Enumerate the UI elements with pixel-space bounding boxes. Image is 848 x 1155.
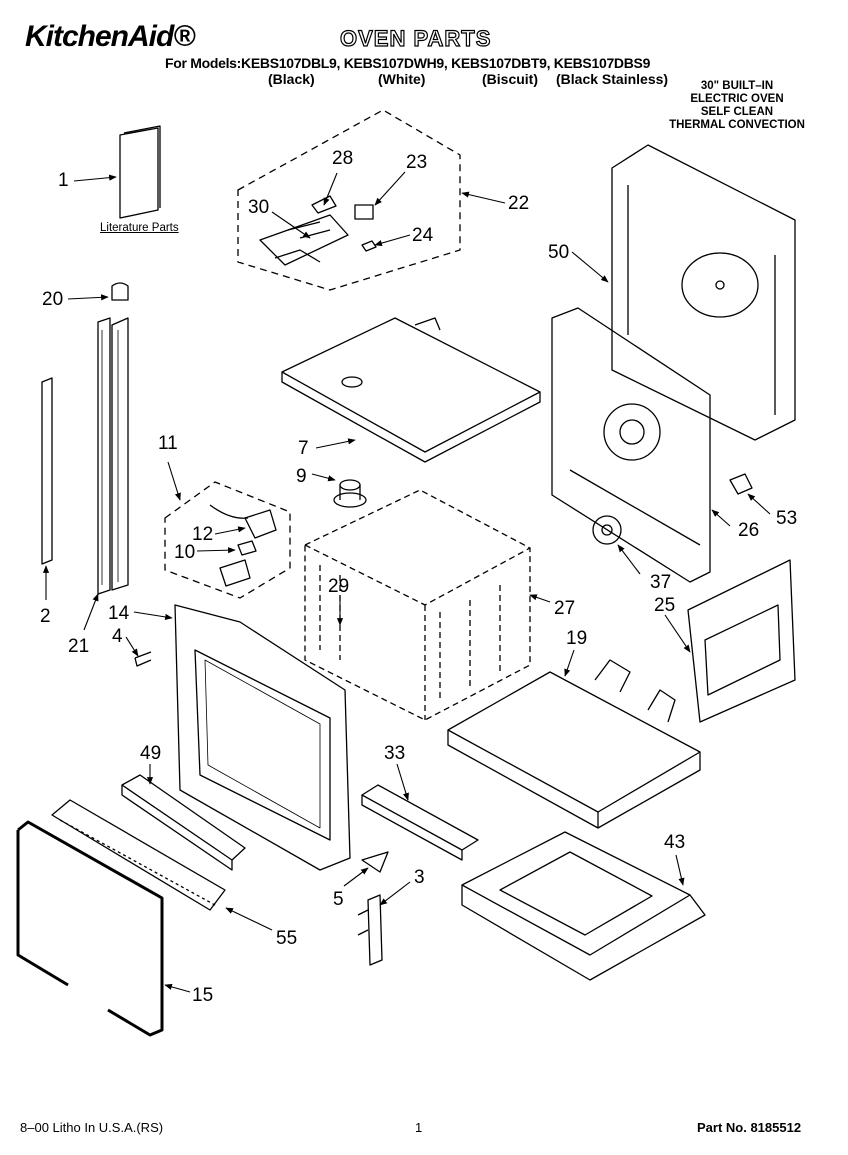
callout-20: 20 — [42, 289, 64, 310]
callout-29: 29 — [328, 576, 350, 597]
bracket-5 — [361, 851, 389, 873]
callout-10: 10 — [174, 542, 196, 563]
brand-logo: KitchenAid® — [25, 20, 195, 53]
models-line: For Models:KEBS107DBL9, KEBS107DWH9, KEB… — [165, 55, 651, 71]
trim-33 — [361, 784, 479, 861]
callout-14: 14 — [108, 603, 130, 624]
desc-line-3: SELF CLEAN — [700, 106, 774, 118]
callout-53: 53 — [776, 508, 798, 529]
wiring-harness-group — [237, 109, 461, 291]
callout-19: 19 — [566, 628, 588, 649]
oven-description: 30" BUILT–IN ELECTRIC OVEN SELF CLEAN TH… — [662, 80, 812, 132]
screw-4 — [134, 651, 152, 667]
callout-24: 24 — [412, 225, 434, 246]
callout-7: 7 — [298, 438, 309, 459]
callout-43: 43 — [664, 832, 686, 853]
callout-21: 21 — [68, 636, 90, 657]
callout-1: 1 — [58, 170, 69, 191]
callout-15: 15 — [192, 985, 214, 1006]
callout-37: 37 — [650, 572, 672, 593]
bottom-shelf — [447, 659, 701, 829]
callout-11: 11 — [158, 433, 178, 454]
literature-booklet — [119, 125, 161, 219]
desc-line-1: 30" BUILT–IN — [700, 80, 774, 92]
bracket-3 — [357, 894, 383, 966]
rear-panel — [611, 144, 796, 441]
callout-2: 2 — [40, 606, 51, 627]
side-panel-25 — [687, 559, 796, 723]
literature-parts-label: Literature Parts — [100, 222, 179, 234]
variant-white: (White) — [378, 71, 426, 87]
footer-part-number: Part No. 8185512 — [697, 1120, 802, 1135]
callout-23: 23 — [406, 152, 428, 173]
convection-baffle — [551, 307, 711, 583]
variant-biscuit: (Biscuit) — [482, 71, 538, 87]
side-trim-21 — [97, 317, 129, 595]
bracket-53 — [729, 473, 753, 495]
callout-30: 30 — [248, 197, 270, 218]
sensor-group — [164, 481, 291, 599]
callout-12: 12 — [192, 524, 214, 545]
variant-black: (Black) — [268, 71, 315, 87]
callout-5: 5 — [333, 889, 344, 910]
callout-50: 50 — [548, 242, 570, 263]
callout-25: 25 — [654, 595, 676, 616]
fan-motor — [333, 479, 367, 508]
front-frame — [174, 604, 351, 871]
clip-20 — [111, 282, 129, 301]
side-trim-strip — [41, 377, 53, 565]
callout-49: 49 — [140, 743, 162, 764]
callout-27: 27 — [554, 598, 576, 619]
callout-28: 28 — [332, 148, 354, 169]
callout-3: 3 — [414, 867, 425, 888]
desc-line-4: THERMAL CONVECTION — [669, 119, 805, 131]
callout-22: 22 — [508, 193, 530, 214]
variant-black-stainless: (Black Stainless) — [556, 71, 669, 87]
desc-line-2: ELECTRIC OVEN — [690, 93, 784, 105]
callout-33: 33 — [384, 743, 406, 764]
fan-blade — [592, 515, 622, 545]
door-gasket — [16, 820, 164, 1037]
callout-4: 4 — [112, 626, 123, 647]
vent-55 — [51, 799, 226, 911]
callout-9: 9 — [296, 466, 307, 487]
bottom-tray — [461, 831, 706, 981]
footer-litho: 8–00 Litho In U.S.A.(RS) — [20, 1120, 164, 1135]
top-panel — [281, 317, 541, 463]
leader-lines — [42, 171, 771, 993]
callout-26: 26 — [738, 520, 760, 541]
footer-page-number: 1 — [415, 1120, 423, 1135]
trim-49 — [121, 774, 246, 871]
callout-55: 55 — [276, 928, 298, 949]
page-title: OVEN PARTS — [339, 25, 492, 51]
